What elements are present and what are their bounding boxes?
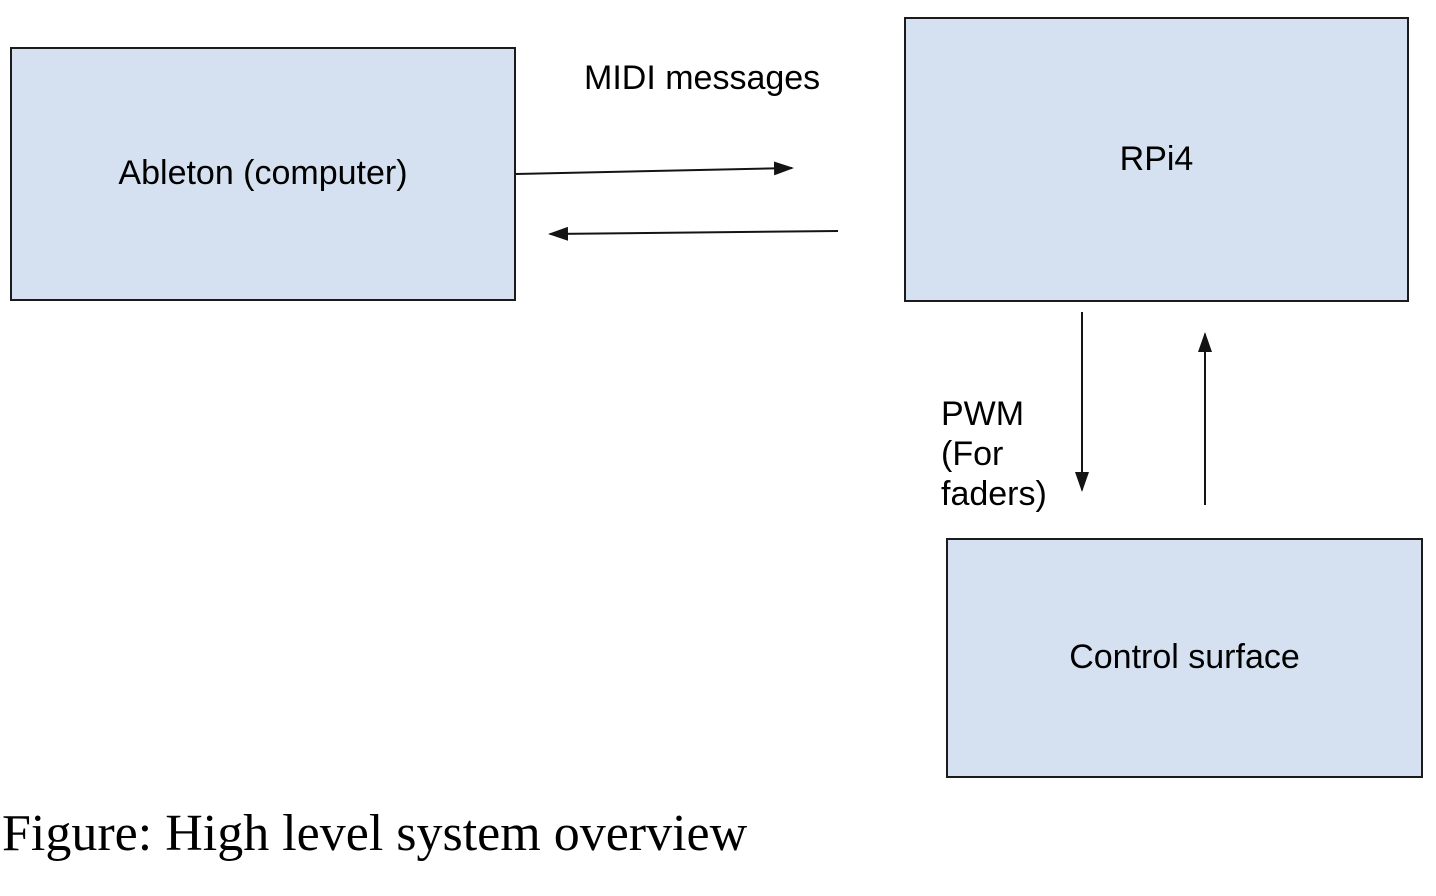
node-ableton: Ableton (computer) [10,47,516,301]
pwm-label-line-3: faders) [941,475,1047,513]
node-rpi4-label: RPi4 [1119,139,1194,178]
arrow-rpi4-to-ableton [548,226,839,241]
edge-label-pwm: PWM (For faders) [941,394,1047,514]
node-ableton-label: Ableton (computer) [118,154,408,193]
node-rpi4: RPi4 [904,17,1409,302]
edge-label-midi-messages: MIDI messages [584,59,821,97]
pwm-label-line-2: (For [941,435,1004,473]
arrow-ableton-to-rpi4 [515,161,794,176]
figure-caption: Figure: High level system overview [2,805,748,862]
node-control-surface-label: Control surface [1069,638,1300,677]
node-control-surface: Control surface [946,538,1423,778]
pwm-label-line-1: PWM [941,395,1025,433]
